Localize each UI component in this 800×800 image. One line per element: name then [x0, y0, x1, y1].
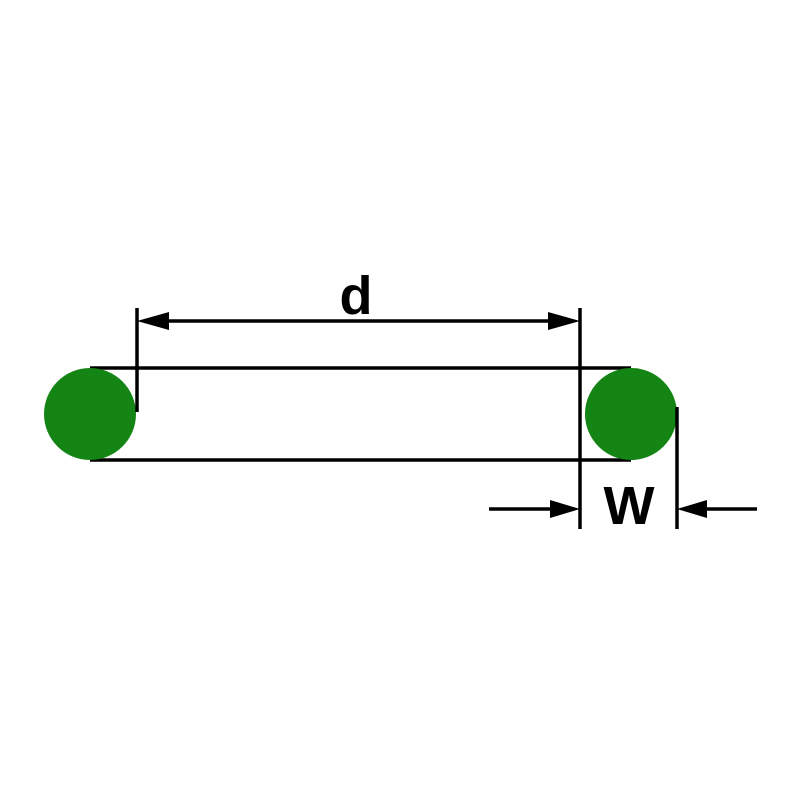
w-label: W [604, 476, 655, 536]
w-arrowhead-left-icon [550, 500, 580, 518]
w-arrowhead-right-icon [677, 500, 707, 518]
d-arrowhead-right-icon [548, 312, 580, 330]
dimension-w: W [489, 407, 757, 536]
dimension-d: d [135, 266, 582, 529]
d-label: d [340, 266, 373, 326]
oring-body [44, 366, 677, 462]
oring-right-cross-section [585, 368, 677, 460]
oring-left-cross-section [44, 368, 136, 460]
d-arrowhead-left-icon [137, 312, 169, 330]
